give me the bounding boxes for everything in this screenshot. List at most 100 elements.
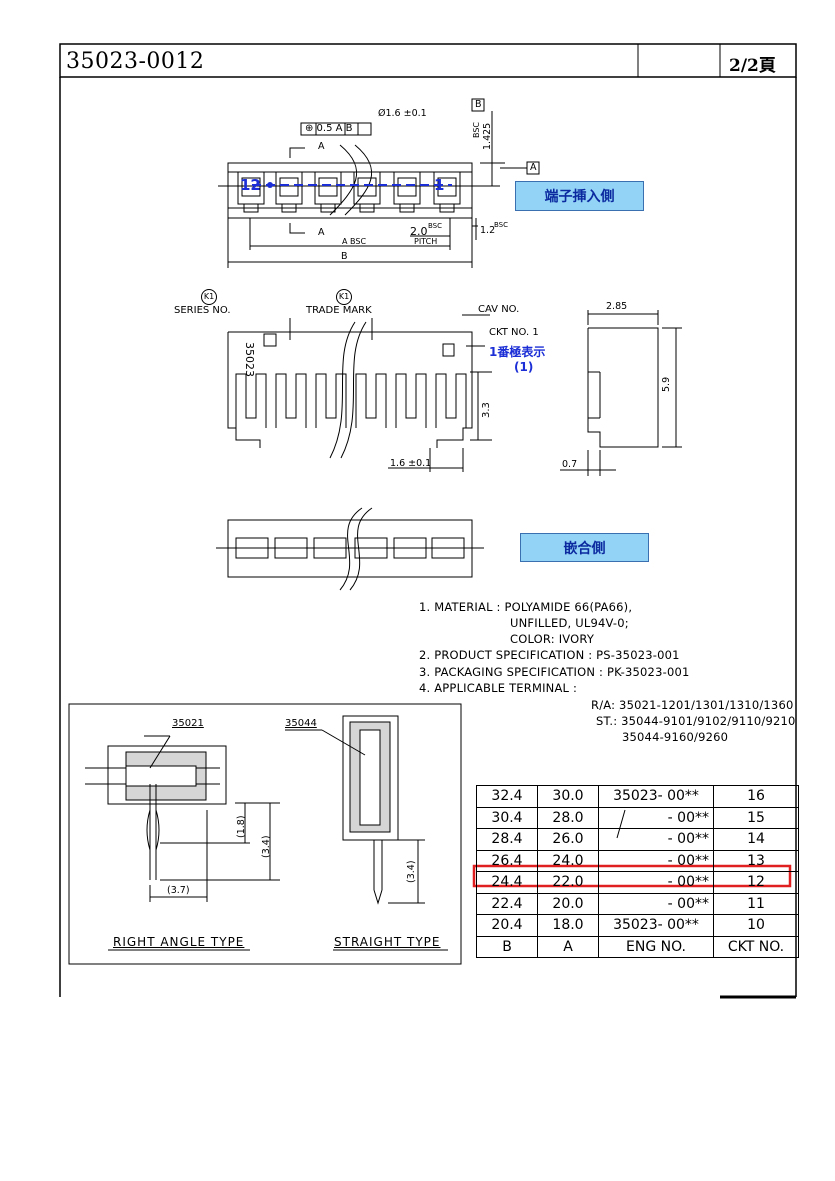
table-header-cell: A: [537, 935, 599, 958]
cell-eng-no: - 00**: [598, 892, 714, 915]
mating-cavity: [235, 537, 269, 559]
mating-cavity: [431, 537, 465, 559]
table-header-cell: CKT NO.: [713, 935, 799, 958]
part-number: 35023-0012: [66, 49, 205, 74]
pin-12-label: 12: [240, 176, 261, 194]
note-4-st-terminal: ST.: 35044-9101/9102/9110/9210: [596, 714, 796, 728]
ra-dim-1-8: (1.8): [236, 815, 247, 838]
note-4-st-terminal-cont: 35044-9160/9260: [622, 730, 729, 744]
ra-terminal-part: 35021: [172, 718, 204, 729]
pitch-value: 2.0: [410, 225, 428, 238]
dim-1-6: 1.6 ±0.1: [390, 458, 432, 469]
cell-eng-no: 35023- 00**: [598, 914, 714, 937]
cell-b: 22.4: [476, 892, 538, 915]
cell-b: 20.4: [476, 914, 538, 937]
cell-ckt-no: 10: [713, 914, 799, 937]
note-2-product-spec: 2. PRODUCT SPECIFICATION : PS-35023-001: [419, 648, 680, 662]
front-terminal-slot: [275, 373, 307, 428]
note-1-material: 1. MATERIAL : POLYAMIDE 66(PA66),: [419, 600, 633, 614]
top-cavity: [388, 171, 426, 213]
cell-ckt-no: 12: [713, 871, 799, 894]
terminal-insertion-side-tag: 端子挿入側: [515, 181, 644, 211]
mating-side-tag: 嵌合側: [520, 533, 649, 562]
ra-dim-3-4: (3.4): [261, 835, 272, 858]
pin-1-label: 1: [434, 176, 445, 194]
cell-eng-no: - 00**: [598, 828, 714, 851]
cell-b: 28.4: [476, 828, 538, 851]
cell-eng-no: - 00**: [598, 806, 714, 829]
cell-a: 24.0: [537, 849, 599, 872]
cell-ckt-no: 16: [713, 785, 799, 808]
dim-1425: 1.425: [482, 122, 493, 150]
dim-0-7: 0.7: [562, 459, 578, 470]
cell-a: 20.0: [537, 892, 599, 915]
st-terminal-part: 35044: [285, 718, 317, 729]
note-1-flammability: UNFILLED, UL94V-0;: [510, 616, 629, 630]
note-1-color: COLOR: IVORY: [510, 632, 595, 646]
cell-b: 30.4: [476, 806, 538, 829]
mating-cavity: [393, 537, 427, 559]
cell-ckt-no: 13: [713, 849, 799, 872]
table-header-cell: ENG NO.: [598, 935, 714, 958]
top-cavity: [232, 171, 270, 213]
cell-ckt-no: 14: [713, 828, 799, 851]
series-engraving: 35023: [243, 342, 256, 377]
cell-a: 18.0: [537, 914, 599, 937]
note-4-terminal: 4. APPLICABLE TERMINAL :: [419, 681, 578, 695]
page-number: 2/2頁: [729, 56, 776, 76]
cell-ckt-no: 11: [713, 892, 799, 915]
mating-cavity: [274, 537, 308, 559]
hole-diameter: Ø1.6 ±0.1: [378, 108, 427, 119]
front-terminal-slot: [235, 373, 267, 428]
dim-3-3: 3.3: [481, 402, 492, 418]
section-mark-top: A: [318, 141, 325, 152]
cell-b: 24.4: [476, 871, 538, 894]
right-angle-type-label: RIGHT ANGLE TYPE: [113, 935, 245, 949]
cell-eng-no: 35023- 00**: [598, 785, 714, 808]
st-dim-3-4: (3.4): [406, 860, 417, 883]
cav-no-label: CAV NO.: [478, 304, 520, 315]
note-4-ra-terminal: R/A: 35021-1201/1301/1310/1360: [591, 698, 794, 712]
mating-cavity: [354, 537, 388, 559]
bsc-note: BSC: [472, 121, 481, 138]
cell-eng-no: - 00**: [598, 871, 714, 894]
datum-b: B: [475, 99, 482, 110]
cell-b: 26.4: [476, 849, 538, 872]
top-cavity: [428, 171, 466, 213]
pitch-bsc: BSC: [428, 222, 443, 230]
table-header-cell: B: [476, 935, 538, 958]
ckt-no-label: CKT NO. 1: [489, 327, 539, 338]
dim-1-2: 1.2: [480, 225, 496, 236]
cell-a: 28.0: [537, 806, 599, 829]
mating-cavity: [313, 537, 347, 559]
front-terminal-slot: [435, 373, 467, 428]
trade-mark-label: TRADE MARK: [306, 305, 372, 316]
dim-5-9: 5.9: [661, 376, 672, 392]
note-3-packaging-spec: 3. PACKAGING SPECIFICATION : PK-35023-00…: [419, 665, 690, 679]
datum-a: A: [530, 162, 537, 173]
cell-b: 32.4: [476, 785, 538, 808]
dim-b: B: [341, 251, 348, 262]
dim-1-2-bsc: BSC: [494, 221, 509, 229]
cell-eng-no: - 00**: [598, 849, 714, 872]
cell-a: 30.0: [537, 785, 599, 808]
cell-a: 26.0: [537, 828, 599, 851]
top-cavity: [270, 171, 308, 213]
cell-a: 22.0: [537, 871, 599, 894]
section-mark-bottom: A: [318, 227, 325, 238]
dim-a-bsc: A BSC: [342, 237, 367, 246]
pin1-indicator-paren: (1): [514, 360, 534, 374]
front-terminal-slot: [315, 373, 347, 428]
top-cavity: [348, 171, 386, 213]
series-no-label: SERIES NO.: [174, 305, 231, 316]
